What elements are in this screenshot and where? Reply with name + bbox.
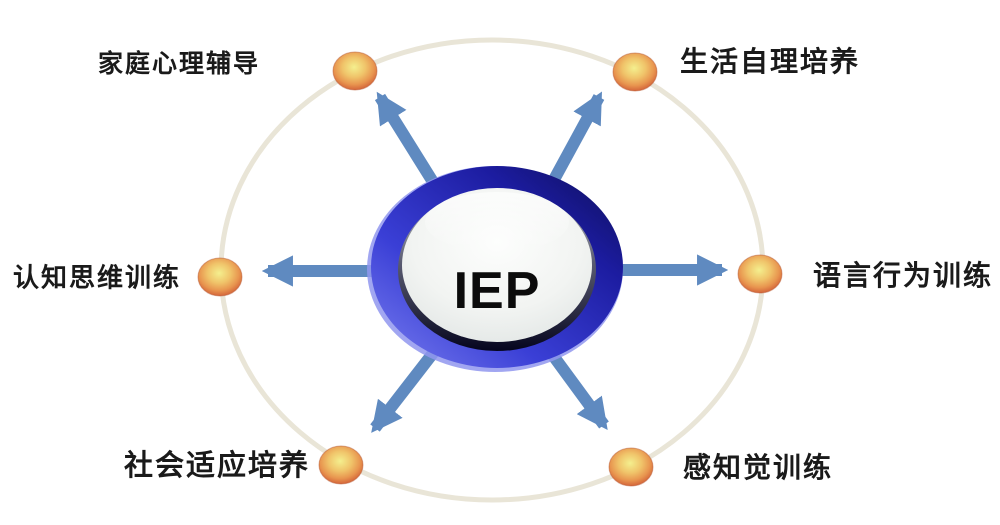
node-label-top-left: 家庭心理辅导 bbox=[97, 51, 261, 78]
node-label-bottom-right: 感知觉训练 bbox=[682, 453, 834, 484]
node-label-right: 语言行为训练 bbox=[812, 261, 994, 292]
node-dot-right bbox=[737, 254, 783, 294]
arrow-top-left bbox=[374, 91, 444, 194]
node-dot-group bbox=[197, 51, 783, 487]
node-label-top-right: 生活自理培养 bbox=[679, 47, 861, 78]
node-dot-top-left bbox=[332, 51, 378, 91]
center-orb-gloss bbox=[425, 192, 569, 252]
arrow-group bbox=[261, 91, 729, 433]
arrow-bottom-right bbox=[544, 346, 609, 431]
center-label: IEP bbox=[454, 262, 541, 320]
node-dot-left bbox=[197, 257, 243, 297]
arrow-bottom-left bbox=[370, 344, 442, 433]
node-dot-top-right bbox=[612, 52, 658, 92]
node-label-left: 认知思维训练 bbox=[12, 263, 182, 293]
node-dot-bottom-right bbox=[608, 447, 654, 487]
center-orb: IEP bbox=[367, 166, 623, 372]
arrow-top-right bbox=[544, 91, 605, 190]
node-dot-bottom-left bbox=[318, 445, 364, 485]
node-label-bottom-left: 社会适应培养 bbox=[123, 450, 311, 482]
